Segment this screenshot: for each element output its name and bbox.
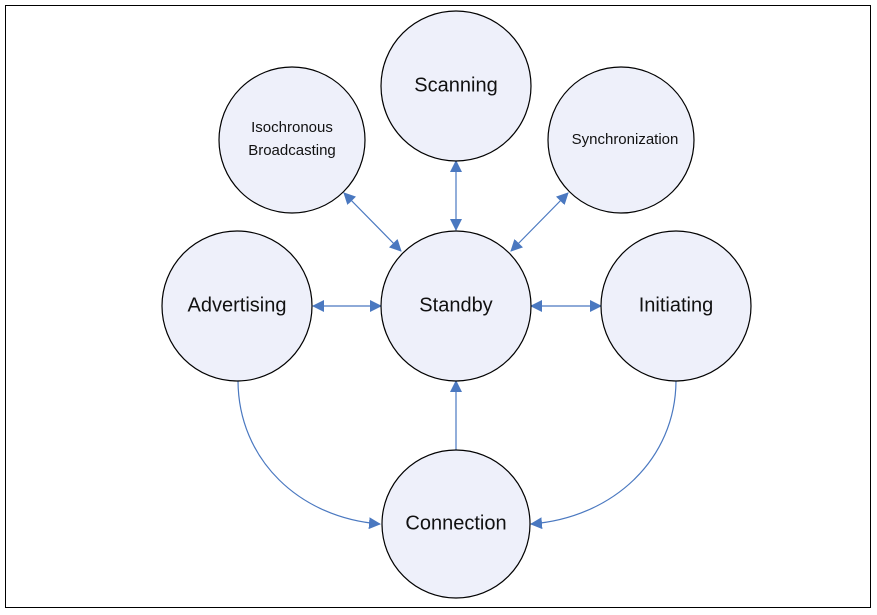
node-connection: Connection — [381, 449, 531, 599]
node-connection-label: Connection — [405, 512, 506, 534]
node-isochronous-label-line2: Broadcasting — [248, 142, 336, 159]
node-synchronization: Synchronization — [547, 66, 695, 214]
edge-initiating-to-connection — [530, 379, 677, 530]
node-scanning: Scanning — [380, 10, 532, 162]
node-isochronous-label-line1: Isochronous — [251, 119, 333, 136]
node-standby-label: Standby — [419, 294, 492, 316]
node-advertising-label: Advertising — [188, 294, 287, 316]
node-synchronization-label: Synchronization — [572, 131, 679, 148]
edges — [237, 160, 677, 530]
node-advertising: Advertising — [161, 230, 313, 382]
node-initiating-label: Initiating — [639, 294, 714, 316]
edge-standby-synchronization — [510, 192, 569, 252]
edge-standby-isochronous — [343, 192, 402, 252]
edge-advertising-to-connection — [237, 379, 381, 530]
node-standby: Standby — [380, 230, 532, 382]
node-initiating: Initiating — [600, 230, 752, 382]
node-isochronous-broadcasting: Isochronous Broadcasting — [218, 66, 366, 214]
node-scanning-label: Scanning — [414, 74, 497, 96]
